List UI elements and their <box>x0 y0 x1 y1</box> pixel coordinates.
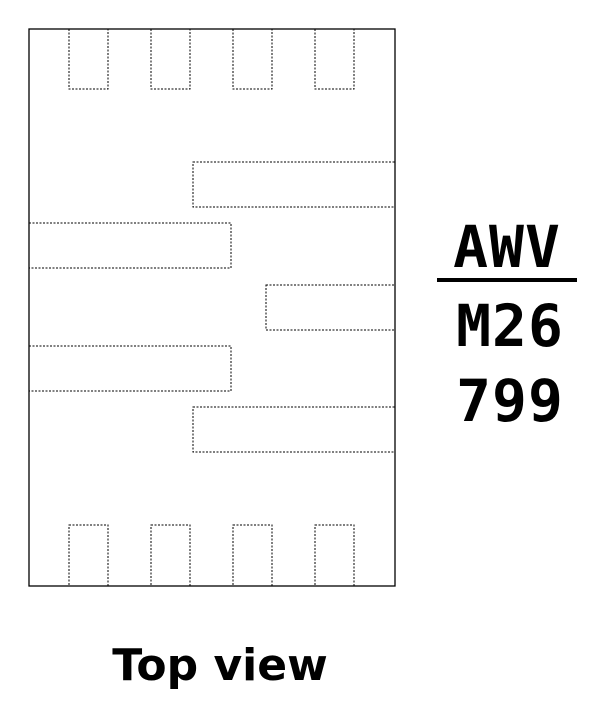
top-pad-3 <box>232 28 273 90</box>
package-outline <box>28 28 396 587</box>
bottom-pad-4 <box>314 524 355 587</box>
marking-line-3: 799 <box>456 367 564 435</box>
marking-line-2: M26 <box>456 292 564 360</box>
bottom-pad-1 <box>68 524 109 587</box>
bottom-pad-2 <box>150 524 191 587</box>
marking-line-1: AWV <box>437 218 577 282</box>
pad-right-2 <box>265 284 396 331</box>
bottom-pad-3 <box>232 524 273 587</box>
pad-left-2 <box>28 345 232 392</box>
top-pad-1 <box>68 28 109 90</box>
top-pad-4 <box>314 28 355 90</box>
top-pad-2 <box>150 28 191 90</box>
pad-left-1 <box>28 222 232 269</box>
view-caption: Top view <box>112 640 328 691</box>
pad-right-3 <box>192 406 396 453</box>
pad-right-1 <box>192 161 396 208</box>
